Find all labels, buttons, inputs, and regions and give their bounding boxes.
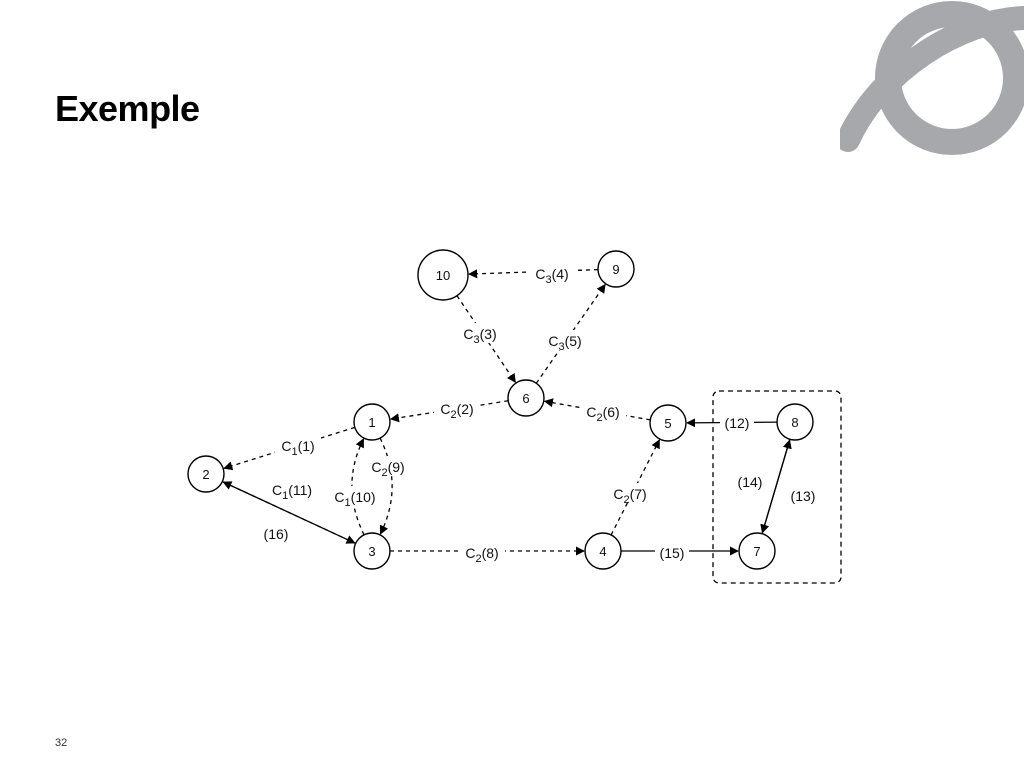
node-label: 1 xyxy=(368,415,375,430)
edge-label-bg xyxy=(720,412,754,432)
slide-title: Exemple xyxy=(55,88,200,129)
edge-label-bg xyxy=(459,542,505,562)
edge-label-bg xyxy=(259,523,293,543)
edge-label-5: C3(5) xyxy=(548,333,581,353)
edge-label-3: C3(3) xyxy=(463,326,496,346)
nodes: 1 2 3 4 5 6 7 8 9 10 xyxy=(187,249,814,570)
edge-label-8: C2(8) xyxy=(465,545,498,565)
edge-label-bg xyxy=(607,483,653,503)
node-4: 4 xyxy=(584,532,622,570)
node-circle xyxy=(584,532,622,570)
edge-5-6 xyxy=(543,398,651,421)
node-6: 6 xyxy=(507,379,545,417)
node-label: 4 xyxy=(599,544,606,559)
edge-label-bg xyxy=(434,398,480,418)
node-10: 10 xyxy=(417,249,469,301)
node-circle xyxy=(417,249,469,301)
edge-label-bg xyxy=(580,401,626,421)
edge-label-bg xyxy=(542,330,588,350)
node-label: 7 xyxy=(753,544,760,559)
edge-1-2 xyxy=(223,426,356,471)
edge-label-bg xyxy=(269,479,315,499)
edge-label-bg xyxy=(786,485,820,505)
node-3: 3 xyxy=(353,532,391,570)
page-number: 32 xyxy=(55,737,68,749)
edge-label-14: (14) xyxy=(738,474,763,490)
edge-label-bg xyxy=(365,456,411,476)
globe-ring-logo-icon xyxy=(840,1,1024,155)
edge-label-10: C1(10) xyxy=(334,489,375,509)
edge-1-3 xyxy=(379,437,393,535)
edge-label-11: C1(11) xyxy=(272,482,312,502)
edge-label-2: C2(2) xyxy=(440,401,473,421)
node-label: 2 xyxy=(202,467,209,482)
edge-label-7: C2(7) xyxy=(613,486,646,506)
node-5: 5 xyxy=(649,404,687,442)
edge-label-bg xyxy=(655,542,689,562)
node-circle xyxy=(353,532,391,570)
node-7: 7 xyxy=(738,532,776,570)
node-circle xyxy=(776,403,814,441)
edge-labels: C1(1) C2(2) C3(3) C3(4) C3(5) C2(6) C2(7) C2(8)… xyxy=(259,263,820,565)
edge-label-bg xyxy=(457,323,503,343)
node-8: 8 xyxy=(776,403,814,441)
node-circle xyxy=(738,532,776,570)
node-circle xyxy=(597,250,635,288)
node-circle xyxy=(507,379,545,417)
node-9: 9 xyxy=(597,250,635,288)
edge-label-bg xyxy=(275,435,321,455)
edge-3-2 xyxy=(222,481,356,545)
edge-label-16: (16) xyxy=(264,526,289,542)
node-label: 5 xyxy=(664,416,671,431)
node-label: 9 xyxy=(612,262,619,277)
edge-label-4: C3(4) xyxy=(535,266,568,286)
node-label: 8 xyxy=(791,415,798,430)
edge-label-bg xyxy=(733,471,767,491)
edge-4-5 xyxy=(610,439,660,536)
edge-label-bg xyxy=(332,486,378,506)
node-2: 2 xyxy=(187,455,225,493)
edge-label-12: (12) xyxy=(725,415,750,431)
edges xyxy=(222,268,792,556)
node-label: 3 xyxy=(368,544,375,559)
cluster-box xyxy=(712,390,842,584)
edge-label-9: C2(9) xyxy=(371,459,404,479)
node-circle xyxy=(649,404,687,442)
node-1: 1 xyxy=(353,403,391,441)
node-label: 6 xyxy=(522,391,529,406)
edge-label-15: (15) xyxy=(660,545,685,561)
edge-10-6 xyxy=(456,295,516,384)
node-circle xyxy=(187,455,225,493)
edge-label-6: C2(6) xyxy=(586,404,619,424)
edge-label-bg xyxy=(529,263,575,283)
node-label: 10 xyxy=(436,268,450,283)
edge-label-1: C1(1) xyxy=(281,438,314,458)
edge-8-7 xyxy=(760,439,791,534)
node-circle xyxy=(353,403,391,441)
edge-label-13: (13) xyxy=(791,488,816,504)
